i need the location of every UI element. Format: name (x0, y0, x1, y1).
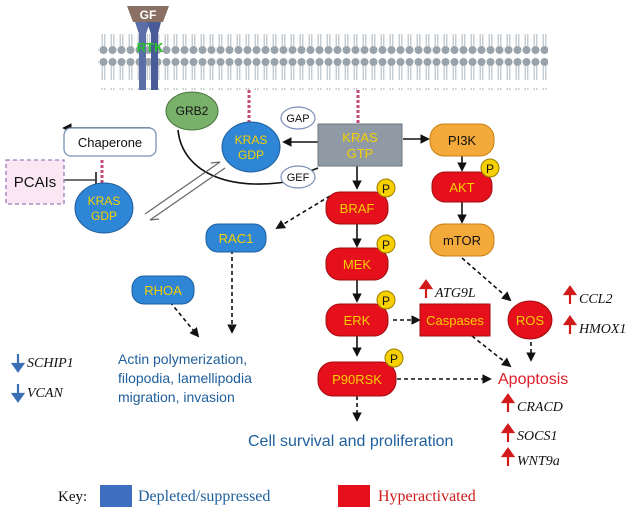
gf-label: GF (140, 8, 157, 22)
gef-label: GEF (287, 172, 310, 184)
rhoa-label: RHOA (144, 283, 182, 298)
kras-gdp-membrane-node (221, 121, 281, 173)
kras-gdp-membrane-label-1: KRAS (235, 133, 268, 147)
phospho-mek-label: P (382, 238, 390, 252)
rac1-label: RAC1 (219, 231, 254, 246)
gap-node (280, 106, 316, 130)
kras-gdp-cytosol-node (74, 182, 134, 234)
gene-atg9l: ATG9L (434, 286, 476, 301)
caspases-label: Caspases (426, 313, 484, 328)
cell-membrane (98, 34, 548, 90)
key-depleted-label: Depleted/suppressed (138, 488, 270, 505)
mtor-node (429, 223, 495, 257)
phospho-p90rsk-label: P (390, 352, 398, 366)
phospho-akt-label: P (486, 162, 494, 176)
braf-label: BRAF (340, 201, 375, 216)
kras-gtp-label-1: KRAS (342, 130, 378, 145)
arrow-caspases-to-apoptosis (471, 335, 512, 368)
ros-node (507, 300, 553, 340)
phospho-erk (376, 290, 396, 310)
phospho-erk-label: P (382, 294, 390, 308)
actin-text-3: migration, invasion (118, 389, 235, 405)
gene-vcan: VCAN (27, 386, 63, 401)
gene-schip1: SCHIP1 (27, 356, 74, 371)
kras-gdp-cytosol-label-2: GDP (91, 209, 117, 223)
arrow-grb2-to-gef (177, 129, 308, 185)
arrow-mtor-to-ros (461, 257, 512, 302)
kras-gtp-label-2: GTP (347, 146, 374, 161)
akt-node (431, 171, 493, 203)
phospho-braf (376, 178, 396, 198)
akt-label: AKT (449, 180, 474, 195)
p90rsk-label: P90RSK (332, 372, 382, 387)
caspases-node (419, 303, 491, 337)
actin-text-1: Actin polymerization, (118, 351, 247, 367)
ros-label: ROS (516, 313, 545, 328)
phospho-braf-label: P (382, 182, 390, 196)
mek-node (325, 247, 389, 281)
gf-ligand (127, 6, 169, 22)
gene-ccl2: CCL2 (579, 292, 612, 307)
survival-label: Cell survival and proliferation (248, 433, 453, 450)
phospho-akt (480, 158, 500, 178)
gef-node (280, 165, 316, 189)
kras-gtp-node (317, 123, 403, 167)
key-label: Key: (58, 489, 87, 505)
pi3k-node (429, 123, 495, 157)
gene-hmox1: HMOX1 (578, 322, 626, 337)
erk-node (325, 303, 389, 337)
gene-socs1: SOCS1 (517, 429, 557, 444)
down-arrows (10, 354, 26, 403)
grb2-node (165, 91, 219, 131)
key-hyperactivated-label: Hyperactivated (378, 488, 476, 505)
p90rsk-node (317, 361, 397, 397)
kras-gdp-membrane-label-2: GDP (238, 148, 264, 162)
grb2-label: GRB2 (176, 104, 209, 118)
erk-label: ERK (344, 313, 371, 328)
rtk-receptor: GF RTK (127, 6, 169, 90)
actin-text-2: filopodia, lamellipodia (118, 370, 252, 386)
chaperone-label: Chaperone (78, 135, 142, 150)
rac1-node (205, 223, 267, 253)
mtor-label: mTOR (443, 233, 481, 248)
phospho-markers: P P P P P (376, 158, 500, 368)
braf-node (325, 191, 389, 225)
gap-label: GAP (286, 113, 309, 125)
chaperone-node (63, 127, 157, 157)
rhoa-node (131, 275, 195, 305)
pi3k-label: PI3K (448, 133, 477, 148)
key-hyperactivated-swatch (338, 485, 370, 507)
phospho-mek (376, 234, 396, 254)
phospho-p90rsk (384, 348, 404, 368)
up-arrows (418, 279, 578, 466)
equilibrium-arrow (144, 161, 226, 221)
arrow-gtp-to-rac1 (275, 195, 331, 229)
kras-gdp-cytosol-label-1: KRAS (88, 194, 121, 208)
mek-label: MEK (343, 257, 372, 272)
pcais-label: PCAIs (14, 174, 57, 191)
arrow-rhoa-to-actin (169, 301, 200, 338)
key-depleted-swatch (100, 485, 132, 507)
gene-wnt9a: WNT9a (517, 454, 560, 469)
pcais-node (5, 159, 65, 205)
gene-cracd: CRACD (517, 400, 563, 415)
apoptosis-label: Apoptosis (498, 371, 568, 388)
rtk-label: RTK (137, 40, 164, 55)
